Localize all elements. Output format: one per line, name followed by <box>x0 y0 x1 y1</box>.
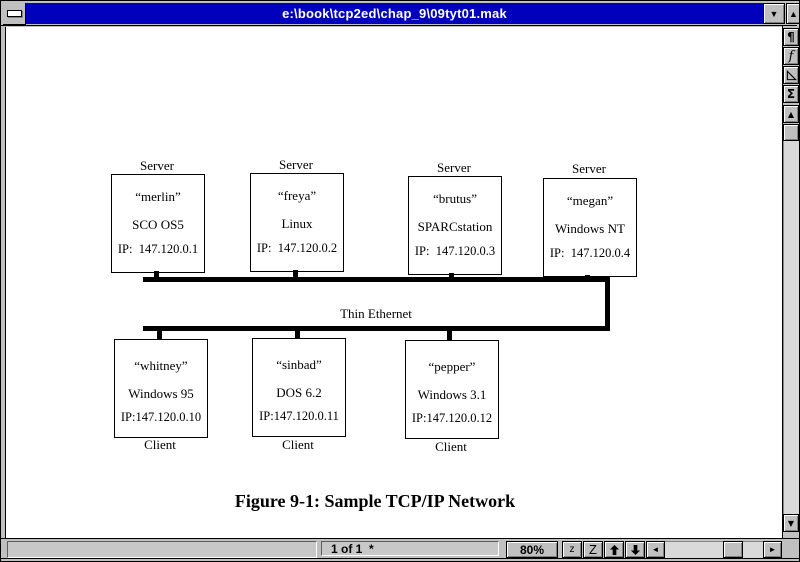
pilcrow-button[interactable]: ¶ <box>783 28 799 46</box>
hscroll-right-button[interactable]: ► <box>763 541 782 558</box>
right-tool-column: ¶ f Σ ▲ ▼ <box>783 26 799 539</box>
host-ip: IP: 147.120.0.1 <box>117 242 199 256</box>
host-os: Windows 3.1 <box>417 387 487 402</box>
server-node-megan: “megan” Windows NT IP: 147.120.0.4 <box>543 178 637 277</box>
page-indicator[interactable]: 1 of 1 * <box>321 541 499 556</box>
vscroll-track[interactable] <box>783 141 799 514</box>
client-role-label: Client <box>282 437 314 452</box>
bus-stub <box>154 271 159 279</box>
arrow-up-icon: ▲ <box>787 109 795 119</box>
ethernet-bus-bottom <box>143 326 610 331</box>
font-larger-button[interactable]: Z <box>583 541 603 558</box>
client-role-label: Client <box>435 439 467 454</box>
system-menu-button[interactable] <box>3 3 26 25</box>
host-ip: IP:147.120.0.12 <box>411 411 493 425</box>
system-menu-icon <box>6 10 22 17</box>
server-node-merlin: “merlin” SCO OS5 IP: 147.120.0.1 <box>111 174 205 273</box>
server-node-freya: “freya” Linux IP: 147.120.0.2 <box>250 173 344 272</box>
bus-stub <box>449 273 454 279</box>
ethernet-bus-riser <box>605 277 610 331</box>
hscroll-track[interactable] <box>665 541 763 558</box>
host-name: “sinbad” <box>276 357 322 372</box>
minimize-icon: ▼ <box>769 8 779 19</box>
bus-stub <box>157 331 162 339</box>
server-node-brutus: “brutus” SPARCstation IP: 147.120.0.3 <box>408 176 502 275</box>
arrow-left-icon: ◄ <box>651 545 660 554</box>
triangle-icon <box>786 69 797 80</box>
host-ip: IP: 147.120.0.3 <box>414 244 496 258</box>
host-ip: IP:147.120.0.11 <box>259 409 339 423</box>
title-bar[interactable]: e:\book\tcp2ed\chap_9\09tyt01.mak ▼ ▲ <box>2 2 799 25</box>
server-role-label: Server <box>140 158 174 173</box>
window-title: e:\book\tcp2ed\chap_9\09tyt01.mak <box>26 3 763 24</box>
bus-label: Thin Ethernet <box>340 306 412 321</box>
host-name: “whitney” <box>134 358 188 373</box>
function-icon: f <box>788 48 794 64</box>
host-name: “pepper” <box>428 359 476 374</box>
status-bar: 1 of 1 * 80% z Z ◄ ► <box>1 539 799 559</box>
server-role-label: Server <box>572 161 606 176</box>
arrow-down-icon: ▼ <box>787 518 795 528</box>
host-os: DOS 6.2 <box>276 385 322 400</box>
host-os: SCO OS5 <box>132 217 184 232</box>
host-name: “megan” <box>566 193 614 208</box>
sigma-icon: Σ <box>786 87 796 101</box>
server-role-label: Server <box>279 157 313 172</box>
page-down-button[interactable] <box>625 541 645 558</box>
client-node-pepper: “pepper” Windows 3.1 IP:147.120.0.12 <box>405 340 499 439</box>
host-ip: IP: 147.120.0.2 <box>256 241 338 255</box>
host-name: “freya” <box>277 188 317 203</box>
host-os: Windows 95 <box>128 386 194 401</box>
ethernet-bus-top <box>143 277 610 282</box>
figure-caption: Figure 9-1: Sample TCP/IP Network <box>234 491 516 511</box>
triangle-button[interactable] <box>783 66 799 84</box>
zoom-level-button[interactable]: 80% <box>506 541 558 558</box>
host-name: “brutus” <box>432 191 478 206</box>
vscroll-down-button[interactable]: ▼ <box>783 514 799 532</box>
host-name: “merlin” <box>135 189 181 204</box>
page-down-icon <box>630 544 640 555</box>
server-role-label: Server <box>437 160 471 175</box>
font-smaller-button[interactable]: z <box>562 541 582 558</box>
bus-stub <box>447 331 452 340</box>
minimize-button[interactable]: ▼ <box>763 3 785 24</box>
status-divider <box>1 538 799 539</box>
hscroll-thumb[interactable] <box>723 541 743 558</box>
function-button[interactable]: f <box>783 47 799 65</box>
right-divider <box>782 26 783 539</box>
vscroll-up-button[interactable]: ▲ <box>783 105 799 123</box>
host-os: Windows NT <box>555 221 625 236</box>
hscroll-left-button[interactable]: ◄ <box>646 541 665 558</box>
host-ip: IP: 147.120.0.4 <box>549 246 631 260</box>
client-node-sinbad: “sinbad” DOS 6.2 IP:147.120.0.11 <box>252 338 346 437</box>
client-role-label: Client <box>144 437 176 452</box>
title-divider <box>1 25 797 26</box>
document-canvas[interactable]: Server Server Server Server “merlin” SCO… <box>5 27 782 538</box>
client-node-whitney: “whitney” Windows 95 IP:147.120.0.10 <box>114 339 208 438</box>
maximize-button[interactable]: ▲ <box>786 3 799 24</box>
page-up-button[interactable] <box>604 541 624 558</box>
pilcrow-icon: ¶ <box>787 30 795 44</box>
host-os: SPARCstation <box>417 219 493 234</box>
bus-stub <box>295 331 300 338</box>
maximize-icon: ▲ <box>789 8 798 19</box>
host-os: Linux <box>281 216 313 231</box>
bus-stub <box>293 270 298 279</box>
vscroll-thumb[interactable] <box>783 124 799 141</box>
sigma-button[interactable]: Σ <box>783 85 799 103</box>
host-ip: IP:147.120.0.10 <box>120 410 202 424</box>
arrow-right-icon: ► <box>768 545 777 554</box>
page-up-icon <box>609 544 619 555</box>
status-message-box <box>7 541 317 558</box>
